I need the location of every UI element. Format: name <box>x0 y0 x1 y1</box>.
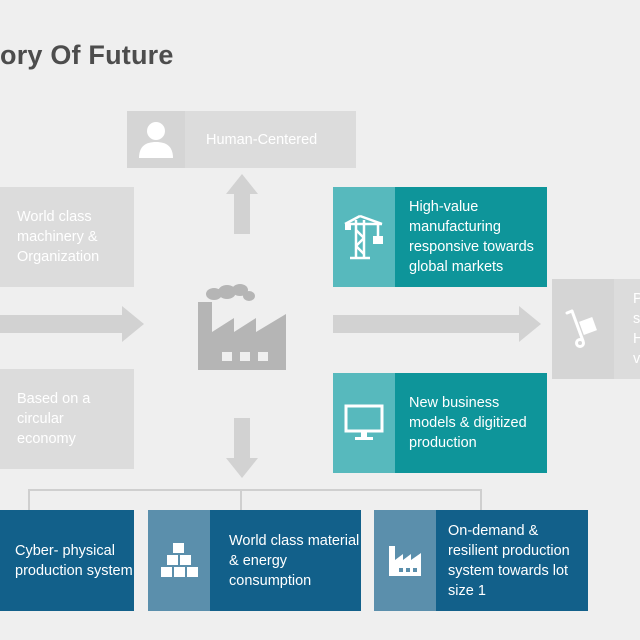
human-centered-label: Human-Centered <box>206 131 318 148</box>
connector-right-tick <box>480 489 482 510</box>
bottom-card-2-label-box: World class material & energy consumptio… <box>210 510 361 611</box>
right-top-label: High-value manufacturing responsive towa… <box>409 199 534 275</box>
monitor-icon <box>344 404 384 440</box>
bottom-card-3-label-box: On-demand & resilient production system … <box>436 510 588 611</box>
connector-middle-tick <box>240 489 242 510</box>
up-arrow <box>226 174 258 234</box>
hand-truck-icon <box>565 309 597 348</box>
person-icon <box>139 121 173 158</box>
right-bottom-label-box: New business models & digitized producti… <box>395 373 547 473</box>
page-title: ory Of Future <box>0 40 174 70</box>
left-bottom-label: Based on a circular economy <box>17 391 91 447</box>
crane-icon <box>344 214 383 260</box>
right-bottom-label: New business models & digitized producti… <box>409 395 527 451</box>
bottom-card-3-label: On-demand & resilient production system … <box>448 522 570 599</box>
bottom-card-1: Cyber- physical production system <box>0 510 134 611</box>
factory-small-icon <box>389 545 421 576</box>
far-right-icon-box <box>552 279 614 379</box>
human-centered-label-box: Human-Centered <box>185 111 356 168</box>
bottom-card-2-icon-box <box>148 510 210 611</box>
right-top-icon-box <box>333 187 395 287</box>
bottom-card-1-label: Cyber- physical production system <box>15 542 133 579</box>
factory-icon <box>198 284 286 370</box>
connector-horizontal-line <box>28 489 482 491</box>
far-right-label: P s H v <box>633 291 640 367</box>
left-top-box: World class machinery & Organization <box>0 187 134 287</box>
left-bottom-box: Based on a circular economy <box>0 369 134 469</box>
right-bottom-icon-box <box>333 373 395 473</box>
down-arrow <box>226 418 258 478</box>
left-top-label: World class machinery & Organization <box>17 209 100 265</box>
boxes-icon <box>161 542 198 577</box>
connector-left-tick <box>28 489 30 510</box>
bottom-card-2-label: World class material & energy consumptio… <box>229 532 360 589</box>
human-centered-icon-box <box>127 111 185 168</box>
right-arrow <box>333 306 541 342</box>
far-right-label-box: P s H v <box>614 279 640 379</box>
bottom-card-3-icon-box <box>374 510 436 611</box>
left-arrow <box>0 306 144 342</box>
right-top-label-box: High-value manufacturing responsive towa… <box>395 187 547 287</box>
